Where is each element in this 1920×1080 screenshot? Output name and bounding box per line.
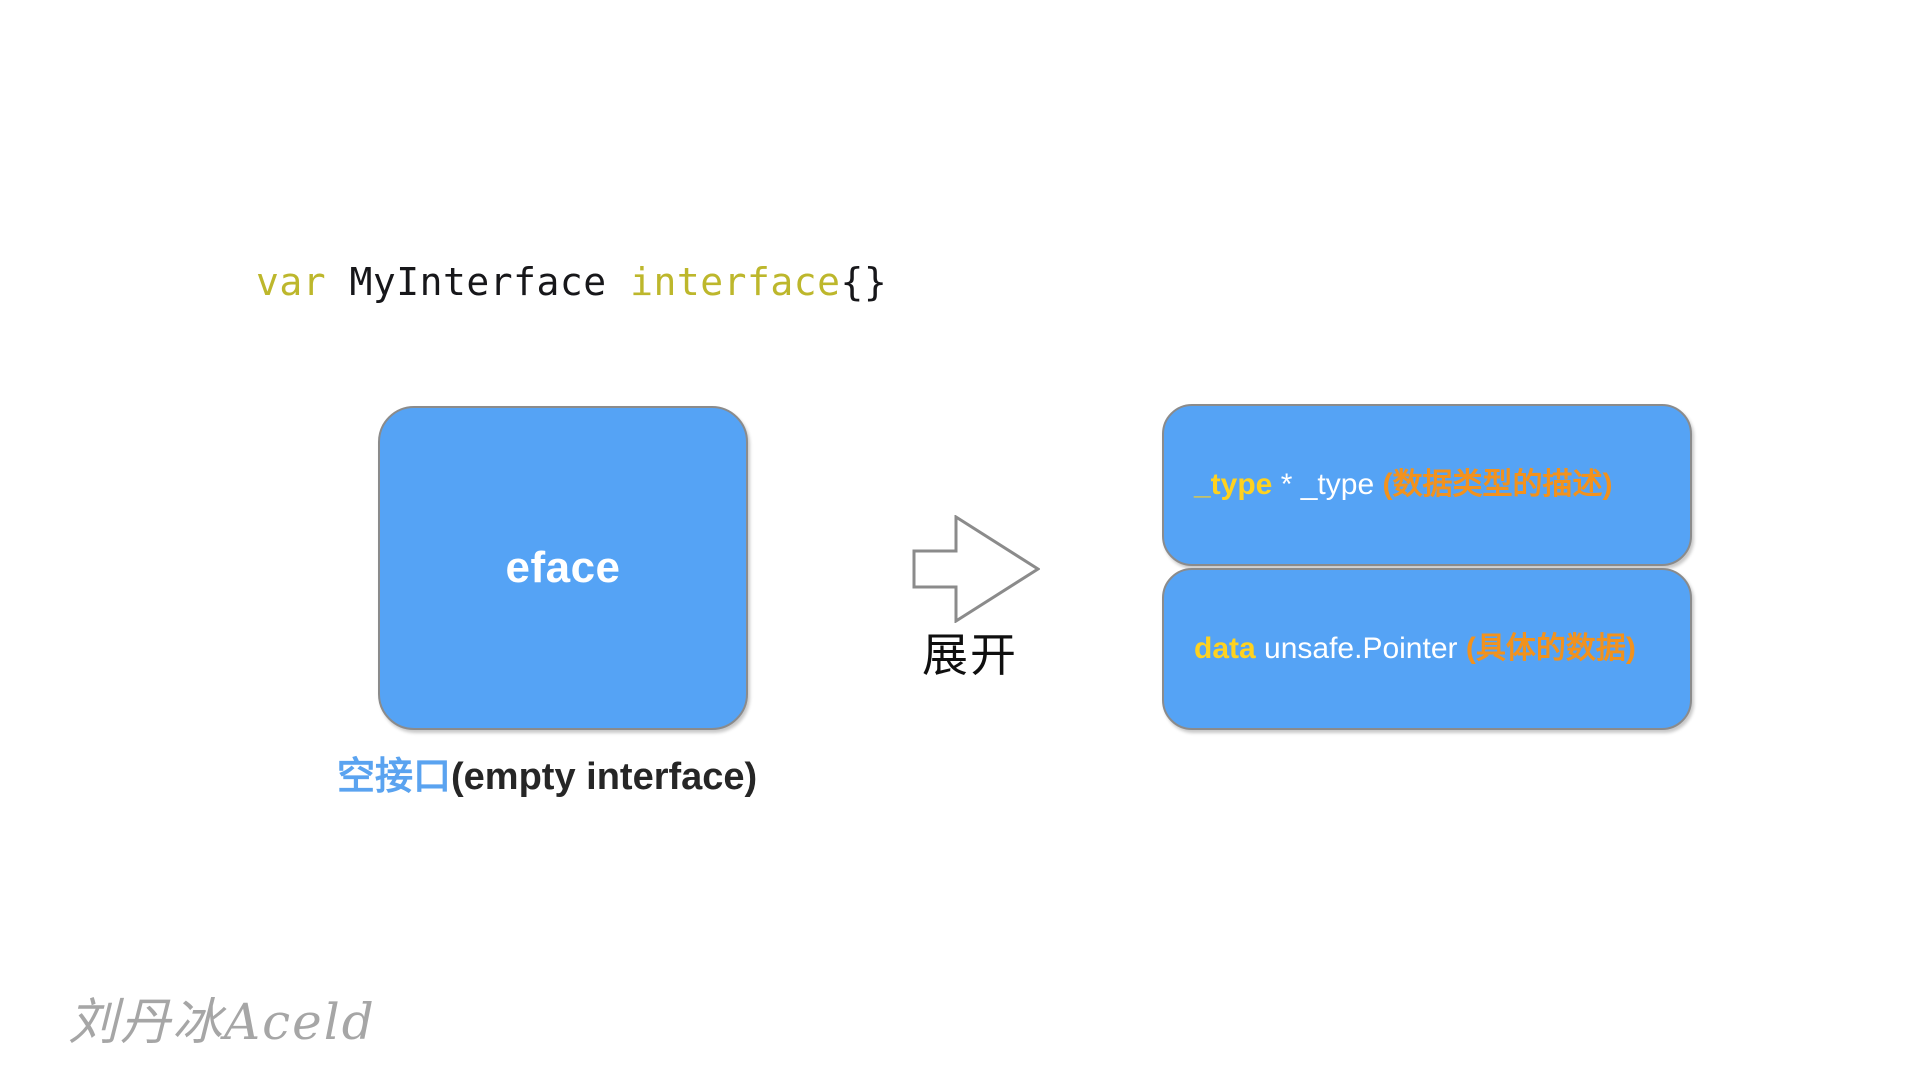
eface-caption-chinese: 空接口: [337, 756, 452, 798]
field-value-data: unsafe.Pointer: [1264, 632, 1458, 665]
field-value-type: _type: [1300, 468, 1375, 501]
code-keyword-interface: interface: [630, 260, 841, 304]
block-arrow-right-icon: [912, 515, 1040, 623]
field-note-data: (具体的数据): [1457, 632, 1636, 665]
code-space-2: [607, 260, 630, 304]
code-keyword-var: var: [256, 260, 327, 304]
arrow-label-expand: 展开: [922, 629, 1018, 681]
field-pointer-star-type: *: [1272, 468, 1301, 501]
watermark: 刘丹冰Aceld: [68, 993, 376, 1051]
code-empty-braces: {}: [840, 260, 888, 304]
field-key-type: _type: [1194, 468, 1273, 501]
eface-field-type-text: _type * _type (数据类型的描述): [1194, 470, 1612, 500]
eface-box: eface: [378, 406, 748, 730]
eface-caption: 空接口(empty interface): [337, 756, 758, 799]
field-note-type: (数据类型的描述): [1374, 468, 1613, 501]
code-declaration: var MyInterface interface{}: [256, 260, 888, 304]
eface-caption-english: (empty interface): [451, 756, 758, 798]
code-identifier: MyInterface: [349, 260, 607, 304]
code-space-1: [326, 260, 349, 304]
eface-field-type-box: _type * _type (数据类型的描述): [1162, 404, 1692, 566]
eface-field-data-text: data unsafe.Pointer (具体的数据): [1194, 634, 1636, 664]
eface-field-data-box: data unsafe.Pointer (具体的数据): [1162, 568, 1692, 730]
field-key-data: data: [1194, 632, 1256, 665]
eface-box-label: eface: [505, 543, 621, 592]
field-pointer-star-data: [1256, 632, 1264, 665]
